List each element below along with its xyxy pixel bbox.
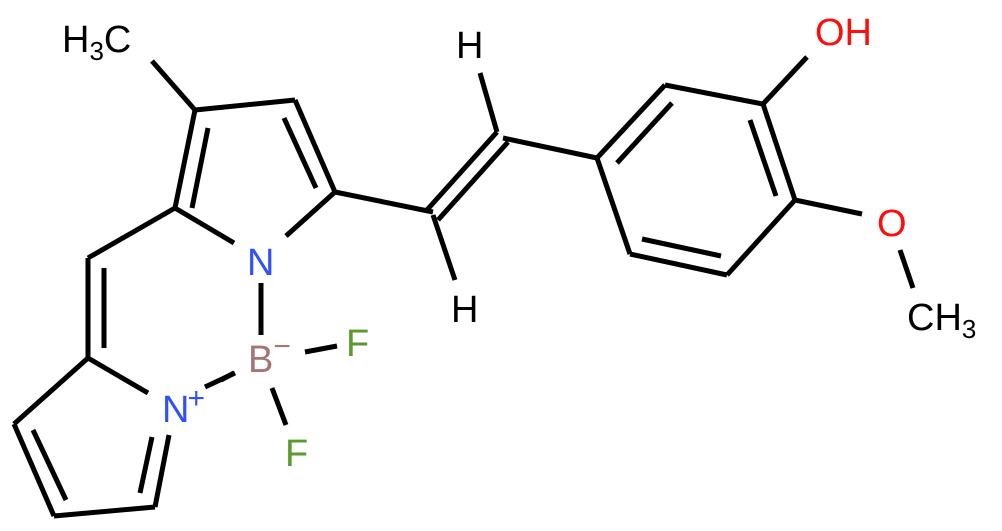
methoxy-methyl-label: CH3 xyxy=(907,297,976,344)
lower-pyrrole-ring xyxy=(11,355,172,519)
hydroxyl-label: OH xyxy=(815,12,872,54)
meso-bridge xyxy=(85,205,177,358)
methyl-label: H3C xyxy=(62,19,131,66)
substituent-bonds xyxy=(761,55,916,289)
fluorine-1-label: F xyxy=(346,323,369,365)
vinyl-linker xyxy=(334,72,598,281)
boron-bonds xyxy=(203,283,338,426)
vinyl-h-top-label: H xyxy=(456,25,483,67)
nitrogen-lower-label: N+ xyxy=(162,382,205,431)
fluorine-2-label: F xyxy=(285,433,308,475)
vinyl-h-bottom-label: H xyxy=(451,289,478,331)
methoxy-oxygen-label: O xyxy=(877,203,907,245)
benzene-ring xyxy=(594,82,798,278)
upper-pyrrole-ring xyxy=(172,97,338,246)
methyl-bond xyxy=(150,59,197,112)
boron-label: B− xyxy=(248,330,291,381)
nitrogen-upper-label: N xyxy=(247,242,274,284)
